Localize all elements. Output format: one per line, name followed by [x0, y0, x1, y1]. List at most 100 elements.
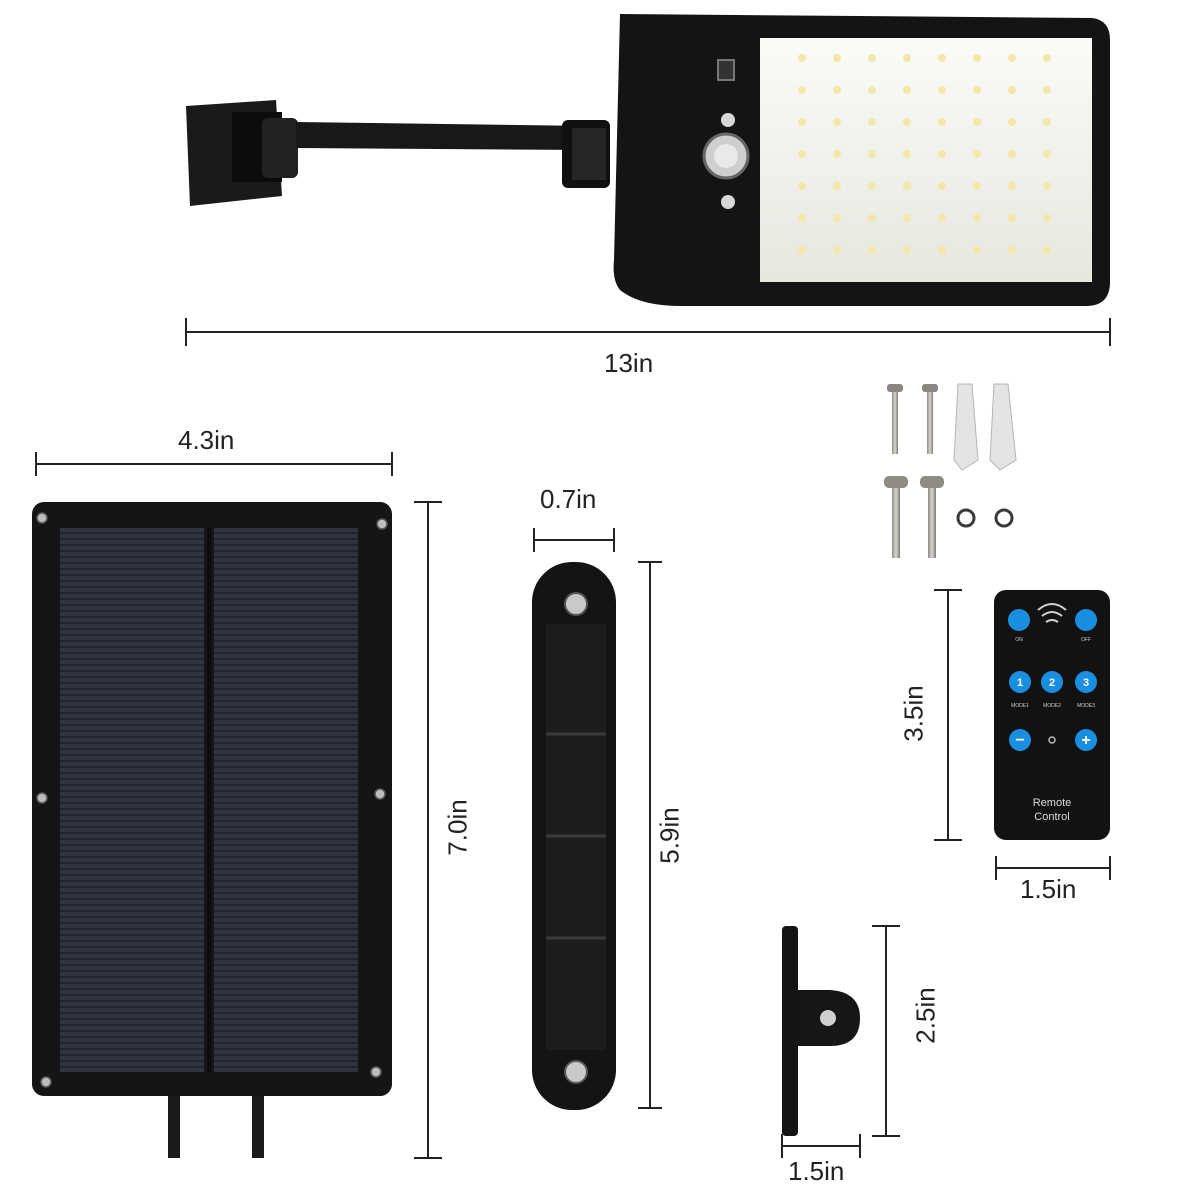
- bracket-width-dimension: [533, 528, 615, 552]
- led-grid: [798, 54, 1051, 254]
- led-chip: [938, 118, 946, 126]
- remote-mode2-button: [1041, 671, 1063, 693]
- remote-plus-label: +: [1081, 732, 1090, 749]
- led-chip: [973, 54, 981, 62]
- solar-panel: [32, 452, 442, 1159]
- solar-cells-left: [60, 528, 204, 1072]
- remote-btn1-label: 1: [1017, 677, 1023, 689]
- mode-switch: [717, 59, 735, 81]
- wall-mount: [781, 925, 900, 1158]
- lamp-arm: [296, 122, 590, 150]
- panel-screw: [36, 512, 48, 524]
- bracket-height-label: 5.9in: [654, 807, 685, 864]
- led-chip: [973, 150, 981, 158]
- panel-screw: [370, 1066, 382, 1078]
- remote-mode3-button: [1075, 671, 1097, 693]
- led-chip: [868, 150, 876, 158]
- led-chip: [798, 150, 806, 158]
- lamp-width-label: 13in: [604, 348, 654, 378]
- led-chip: [798, 214, 806, 222]
- led-chip: [938, 182, 946, 190]
- remote-on-button: [1008, 609, 1030, 631]
- screw-2: [922, 384, 938, 454]
- wall-mount-hole: [820, 1010, 836, 1026]
- wall-anchor-1: [953, 383, 979, 471]
- led-chip: [903, 150, 911, 158]
- remote-btn2-label: 2: [1049, 677, 1055, 689]
- mount-height-label: 2.5in: [910, 987, 941, 1044]
- led-chip: [903, 118, 911, 126]
- panel-lead-left: [168, 1096, 180, 1158]
- led-chip: [1043, 182, 1051, 190]
- solar-cells-right: [214, 528, 358, 1072]
- bracket-hole-top: [564, 592, 588, 616]
- led-chip: [938, 214, 946, 222]
- wall-anchor-2: [989, 383, 1017, 471]
- brightness-icon: [1048, 736, 1056, 744]
- led-chip: [833, 150, 841, 158]
- mount-height-dimension: [872, 925, 900, 1137]
- lamp-width-dimension: [185, 318, 1111, 346]
- panel-lead-right: [252, 1096, 264, 1158]
- panel-width-dimension: [35, 452, 393, 476]
- led-chip: [1043, 214, 1051, 222]
- led-chip: [938, 150, 946, 158]
- led-chip: [903, 246, 911, 254]
- remote-caption-line2: Control: [1034, 811, 1069, 823]
- led-chip: [1043, 54, 1051, 62]
- wall-mount-plate: [782, 926, 798, 1136]
- led-chip: [868, 86, 876, 94]
- remote-control: [934, 589, 1111, 880]
- signal-icon: [1037, 603, 1067, 623]
- remote-mode1-button: [1009, 671, 1031, 693]
- remote-plus-button: [1075, 729, 1097, 751]
- panel-screw: [36, 792, 48, 804]
- remote-caption-line1: Remote: [1033, 797, 1072, 809]
- panel-screw: [376, 518, 388, 530]
- led-chip: [798, 54, 806, 62]
- mount-width-label: 1.5in: [788, 1156, 845, 1186]
- led-chip: [868, 182, 876, 190]
- bolt-2: [920, 476, 944, 558]
- remote-minus-label: −: [1015, 732, 1024, 749]
- led-chip: [903, 214, 911, 222]
- led-chip: [798, 86, 806, 94]
- panel-screw: [374, 788, 386, 800]
- led-chip: [973, 214, 981, 222]
- bracket-hole-bottom: [564, 1060, 588, 1084]
- led-chip: [798, 246, 806, 254]
- led-chip: [903, 86, 911, 94]
- remote-btn3-label: 3: [1083, 677, 1089, 689]
- led-chip: [1043, 246, 1051, 254]
- street-lamp: [185, 14, 1111, 346]
- panel-width-label: 4.3in: [178, 425, 235, 455]
- washer-2: [994, 508, 1014, 528]
- led-chip: [1008, 86, 1016, 94]
- led-chip: [798, 118, 806, 126]
- led-chip: [833, 214, 841, 222]
- washer-1: [956, 508, 976, 528]
- bolt-1: [884, 476, 908, 558]
- led-chip: [1008, 150, 1016, 158]
- led-chip: [1043, 118, 1051, 126]
- led-chip: [903, 182, 911, 190]
- led-chip: [1008, 246, 1016, 254]
- led-chip: [868, 118, 876, 126]
- led-chip: [833, 182, 841, 190]
- remote-height-label: 3.5in: [898, 685, 929, 742]
- led-chip: [973, 118, 981, 126]
- screw-1: [887, 384, 903, 454]
- led-chip: [938, 86, 946, 94]
- mount-width-dimension: [781, 1134, 861, 1158]
- led-chip: [973, 246, 981, 254]
- led-chip: [938, 54, 946, 62]
- remote-mode1-label: MODE1: [1011, 703, 1029, 709]
- panel-height-label: 7.0in: [442, 799, 473, 856]
- led-chip: [1008, 214, 1016, 222]
- bracket-width-label: 0.7in: [540, 484, 597, 514]
- remote-off-label: OFF: [1081, 637, 1091, 643]
- remote-width-dimension: [995, 856, 1111, 880]
- remote-body: [994, 590, 1110, 840]
